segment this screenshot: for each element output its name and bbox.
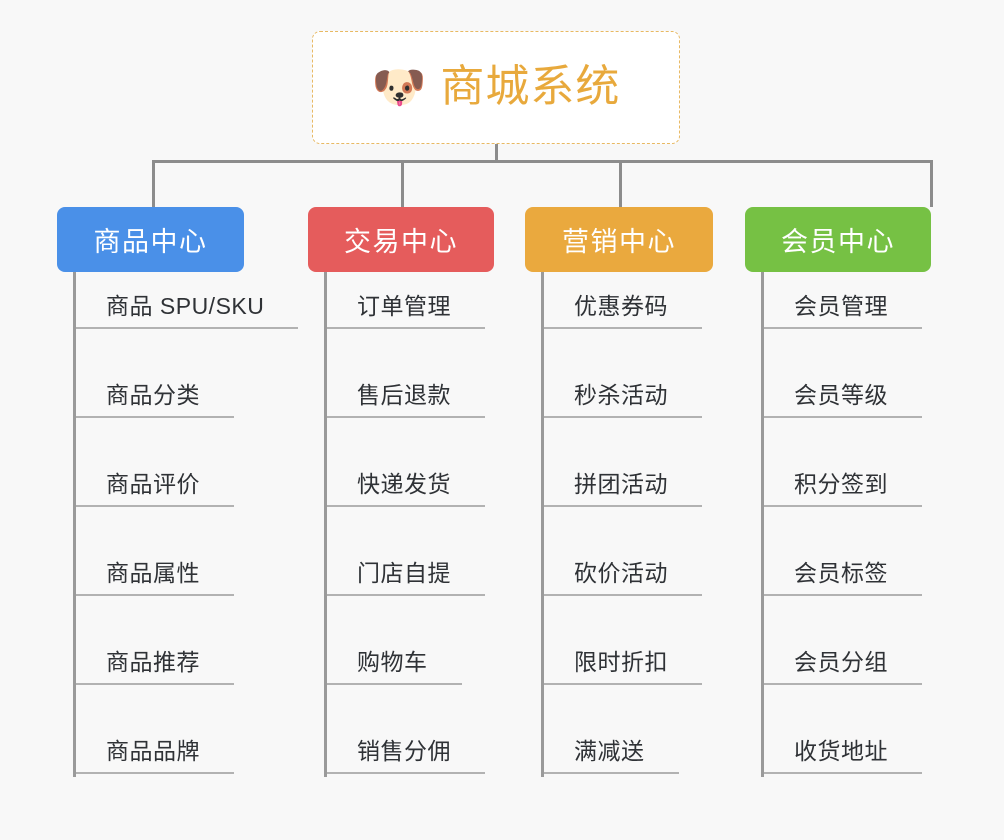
leaf-item-label: 商品 SPU/SKU: [76, 293, 299, 329]
branch-trade-center: 交易中心 订单管理 售后退款 快递发货 门店自提 购物车 销售分佣: [308, 207, 494, 777]
category-label: 营销中心: [562, 227, 676, 257]
leaf-item[interactable]: 门店自提: [327, 510, 494, 599]
leaf-item-label: 商品评价: [76, 471, 234, 507]
leaf-item[interactable]: 会员管理: [764, 272, 931, 332]
category-box-trade-center[interactable]: 交易中心: [308, 207, 494, 272]
root-node-label: 商城系统: [440, 62, 621, 112]
category-box-product-center[interactable]: 商品中心: [57, 207, 244, 272]
leaf-item[interactable]: 限时折扣: [544, 599, 713, 688]
leaf-item-label: 收货地址: [764, 738, 922, 774]
leaf-item-label: 销售分佣: [327, 738, 485, 774]
leaf-item-label: 限时折扣: [544, 649, 702, 685]
leaf-list-trade-center: 订单管理 售后退款 快递发货 门店自提 购物车 销售分佣: [324, 272, 494, 777]
leaf-item[interactable]: 商品品牌: [76, 688, 298, 777]
leaf-item-label: 秒杀活动: [544, 382, 702, 418]
leaf-item-label: 商品属性: [76, 560, 234, 596]
leaf-item-label: 售后退款: [327, 382, 485, 418]
leaf-item-label: 会员等级: [764, 382, 922, 418]
category-label: 交易中心: [344, 227, 458, 257]
leaf-item[interactable]: 秒杀活动: [544, 332, 713, 421]
category-box-marketing-center[interactable]: 营销中心: [525, 207, 713, 272]
leaf-item-label: 商品分类: [76, 382, 234, 418]
leaf-item-label: 满减送: [544, 738, 679, 774]
leaf-item[interactable]: 积分签到: [764, 421, 931, 510]
leaf-item[interactable]: 优惠券码: [544, 272, 713, 332]
shiba-dog-face-icon: 🐶: [371, 62, 427, 112]
connector-drop-product-center: [152, 160, 155, 207]
leaf-item[interactable]: 会员标签: [764, 510, 931, 599]
leaf-item[interactable]: 满减送: [544, 688, 713, 777]
leaf-list-member-center: 会员管理 会员等级 积分签到 会员标签 会员分组 收货地址: [761, 272, 931, 777]
leaf-item-label: 商品推荐: [76, 649, 234, 685]
leaf-item-label: 会员标签: [764, 560, 922, 596]
leaf-item[interactable]: 订单管理: [327, 272, 494, 332]
leaf-item[interactable]: 商品评价: [76, 421, 298, 510]
leaf-item[interactable]: 销售分佣: [327, 688, 494, 777]
leaf-item[interactable]: 会员等级: [764, 332, 931, 421]
leaf-item-label: 会员管理: [764, 293, 922, 329]
leaf-item[interactable]: 拼团活动: [544, 421, 713, 510]
leaf-item[interactable]: 商品推荐: [76, 599, 298, 688]
leaf-item-label: 积分签到: [764, 471, 922, 507]
leaf-item[interactable]: 收货地址: [764, 688, 931, 777]
leaf-item[interactable]: 商品属性: [76, 510, 298, 599]
branch-member-center: 会员中心 会员管理 会员等级 积分签到 会员标签 会员分组 收货地址: [745, 207, 931, 777]
leaf-list-product-center: 商品 SPU/SKU 商品分类 商品评价 商品属性 商品推荐 商品品牌: [73, 272, 299, 777]
connector-drop-member-center: [930, 160, 933, 207]
connector-root-stem: [495, 144, 498, 162]
branch-product-center: 商品中心 商品 SPU/SKU 商品分类 商品评价 商品属性 商品推荐 商品品牌: [57, 207, 299, 777]
leaf-item[interactable]: 商品 SPU/SKU: [76, 272, 299, 332]
leaf-item-label: 会员分组: [764, 649, 922, 685]
leaf-item-label: 门店自提: [327, 560, 485, 596]
leaf-item-label: 优惠券码: [544, 293, 702, 329]
leaf-item[interactable]: 会员分组: [764, 599, 931, 688]
category-label: 会员中心: [781, 227, 895, 257]
leaf-item-label: 拼团活动: [544, 471, 702, 507]
leaf-list-marketing-center: 优惠券码 秒杀活动 拼团活动 砍价活动 限时折扣 满减送: [541, 272, 713, 777]
leaf-item[interactable]: 砍价活动: [544, 510, 713, 599]
category-box-member-center[interactable]: 会员中心: [745, 207, 931, 272]
category-label: 商品中心: [93, 227, 208, 257]
connector-drop-trade-center: [401, 160, 404, 207]
leaf-item-label: 商品品牌: [76, 738, 234, 774]
root-node[interactable]: 🐶 商城系统: [312, 31, 680, 144]
leaf-item-label: 购物车: [327, 649, 462, 685]
connector-horizontal-bus: [152, 160, 933, 163]
branch-marketing-center: 营销中心 优惠券码 秒杀活动 拼团活动 砍价活动 限时折扣 满减送: [525, 207, 713, 777]
leaf-item[interactable]: 快递发货: [327, 421, 494, 510]
leaf-item[interactable]: 售后退款: [327, 332, 494, 421]
leaf-item-label: 砍价活动: [544, 560, 702, 596]
leaf-item[interactable]: 购物车: [327, 599, 494, 688]
leaf-item[interactable]: 商品分类: [76, 332, 298, 421]
leaf-item-label: 订单管理: [327, 293, 485, 329]
connector-drop-marketing-center: [619, 160, 622, 207]
leaf-item-label: 快递发货: [327, 471, 485, 507]
